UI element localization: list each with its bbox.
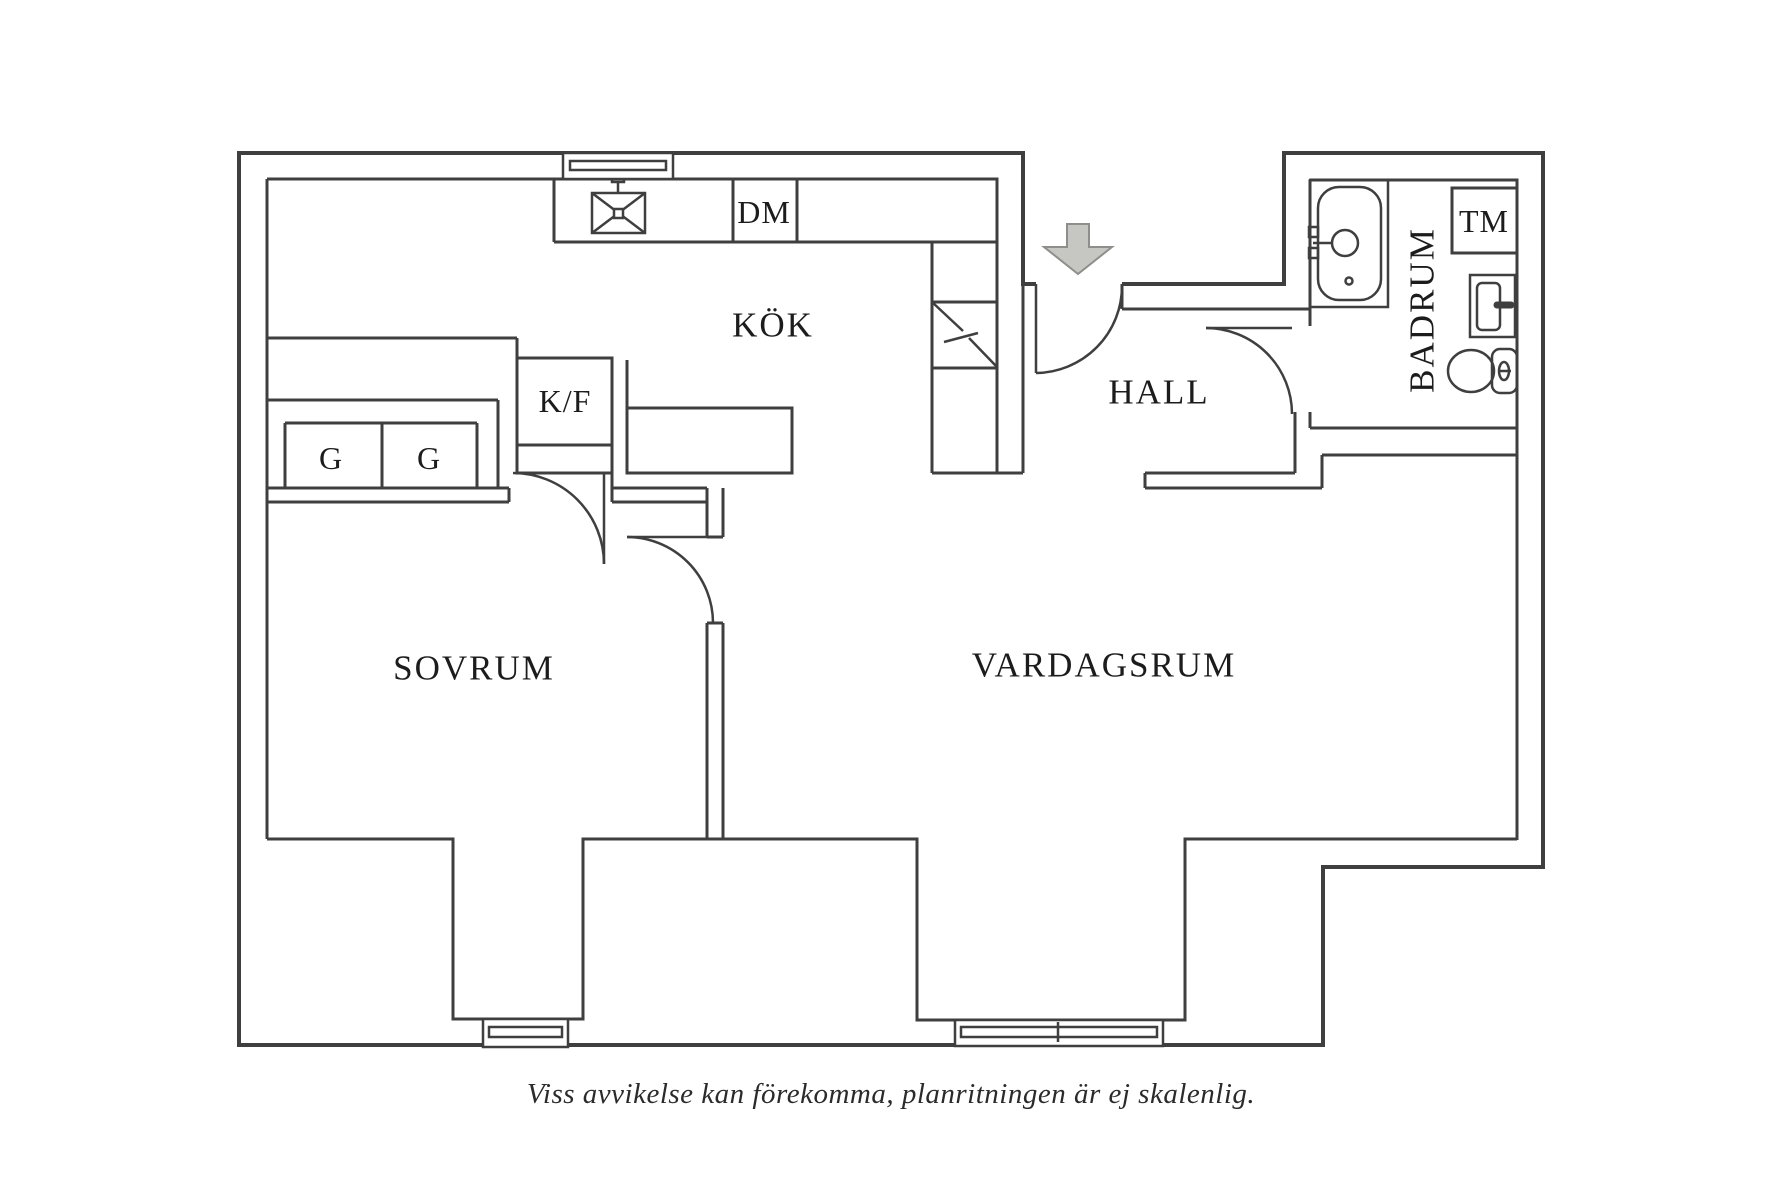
inner-walls (265, 177, 1519, 1022)
label-tm: TM (1459, 203, 1509, 239)
bathtub-icon (1307, 178, 1390, 309)
label-dm: DM (737, 194, 791, 230)
label-hall: HALL (1108, 373, 1209, 412)
entry-arrow-icon (1041, 223, 1115, 276)
shaft-icon (930, 242, 998, 475)
disclaimer-caption: Viss avvikelse kan förekomma, planritnin… (527, 1078, 1255, 1110)
kitchen-sink-icon (590, 171, 647, 235)
label-kf: K/F (539, 383, 592, 419)
kitchen-door-icon (512, 471, 606, 565)
label-kok: KÖK (732, 306, 814, 345)
entry-door-icon (1034, 284, 1124, 375)
living-room-window-icon (953, 1018, 1165, 1048)
washing-machine-box (1450, 186, 1519, 255)
bedroom-window-icon (481, 1017, 570, 1049)
bathroom-door-icon (1205, 326, 1294, 415)
label-sovrum: SOVRUM (393, 649, 555, 688)
room-labels: KÖK SOVRUM VARDAGSRUM HALL BADRUM (393, 227, 1441, 687)
outer-walls (237, 151, 1545, 1047)
toilet-icon (1446, 347, 1519, 395)
kitchen-window-icon (561, 151, 675, 181)
label-g1: G (319, 440, 343, 476)
label-vardagsrum: VARDAGSRUM (972, 646, 1236, 685)
bedroom-door-icon (626, 535, 715, 624)
label-badrum: BADRUM (1403, 227, 1442, 393)
fixture-labels: DM TM K/F G G (319, 194, 1509, 476)
wardrobes (267, 398, 500, 488)
bathroom-sink-icon (1468, 273, 1517, 339)
label-g2: G (417, 440, 441, 476)
kitchen-counter (552, 179, 997, 244)
kitchen-island (625, 406, 794, 475)
fridge-freezer-box (515, 356, 629, 475)
